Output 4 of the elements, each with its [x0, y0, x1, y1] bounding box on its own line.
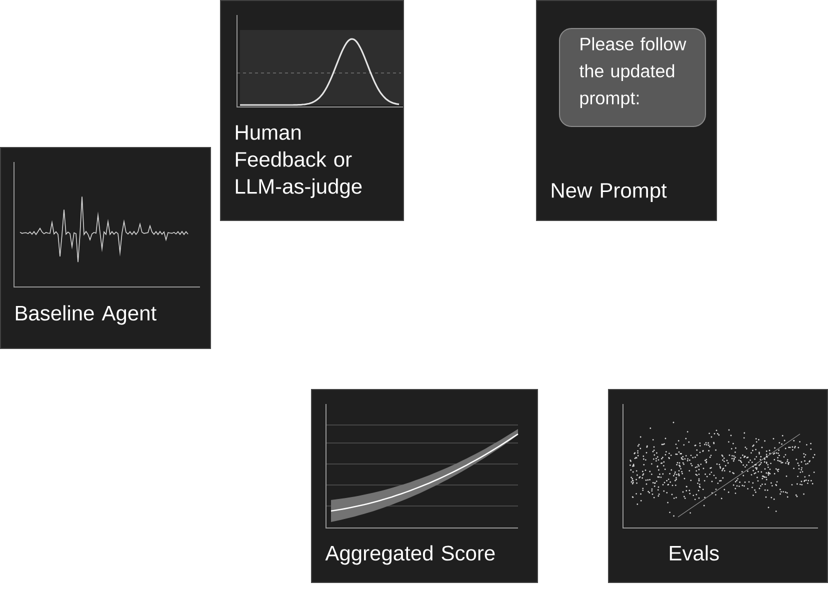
chart-card: Baseline Agent — [0, 147, 211, 349]
chart-card: Aggregated Score — [311, 389, 538, 583]
chart-card: Evals — [608, 389, 828, 583]
speech-bubble: Please follow the updated prompt: — [559, 28, 706, 127]
